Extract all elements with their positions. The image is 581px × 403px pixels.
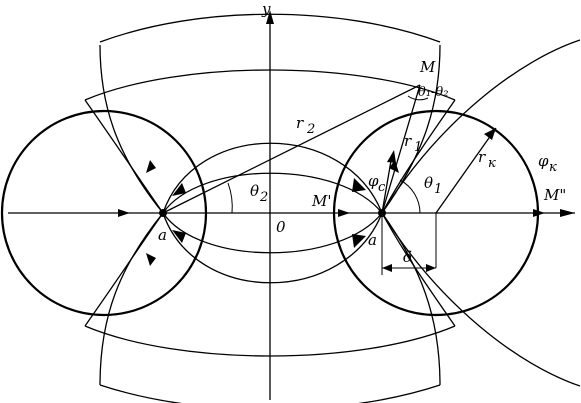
label-M-double-prime: M" [543,186,566,204]
arrow-6 [338,209,350,217]
field-arrowheads [118,160,545,266]
field-line-far-right-bottom [381,212,581,387]
label-M-prime: M' [311,192,331,210]
label-a-right: a [368,231,377,249]
field-line-outer-top-2 [84,69,456,101]
label-theta1: θ [424,174,433,192]
field-line-right-lower-2 [381,212,456,327]
label-r1-sub: 1 [414,140,422,155]
field-line-far-right-top [381,39,581,214]
rk-arrowhead [484,128,496,140]
label-theta-diff: θ₁-θ₂ [418,85,448,100]
arrow-7 [533,209,545,217]
label-r2: r [296,114,304,132]
phi-c-tangent [381,154,393,214]
construction-lines [162,84,497,275]
field-line-left-lower-2 [84,212,164,327]
label-phi-k-sub: к [549,160,557,175]
field-lines [84,13,581,403]
theta-diff-arc [407,95,429,101]
field-line-left-lower [99,212,164,386]
arrow-8 [146,160,156,173]
label-r2-sub: 2 [306,122,315,137]
field-line-inner-top [162,172,383,214]
field-line-left-upper-2 [84,99,164,214]
field-line-inner-bottom [162,212,383,254]
label-theta2-sub: 2 [259,190,268,205]
label-rk-sub: к [488,156,496,171]
x-axis-arrowhead [560,209,575,217]
theta1-arc [399,179,421,214]
phi-c-arrowhead [387,150,396,163]
delta-arrow-right [426,264,436,272]
line-r2 [162,84,421,214]
label-delta: δ [403,248,412,266]
left-circle [0,109,208,317]
label-M: M [419,58,436,76]
labels: y 0 M M' M" a a r 2 r 1 r к θ 2 θ 1 θ₁-θ… [158,0,566,266]
label-y-axis: y [261,0,271,18]
label-phi-c: φ [368,172,379,190]
arrow-5 [118,209,130,217]
label-origin: 0 [276,218,286,236]
y-axis-arrowhead [266,10,274,24]
field-line-outer-bottom-2 [84,325,456,357]
arrow-2 [352,178,366,192]
field-line-right-lower [381,212,441,386]
field-line-right-upper-2 [381,99,456,214]
label-phi-c-sub: c [378,180,386,195]
field-line-left-upper [99,44,164,214]
field-line-mid-top [162,142,383,214]
label-rk: r [478,148,486,166]
delta-arrow-left [382,264,392,272]
label-theta2: θ [250,182,259,200]
label-theta1-sub: 1 [434,182,442,197]
arrow-9 [146,253,156,266]
label-r1: r [404,132,412,150]
theta2-arc [227,182,233,214]
line-r1 [381,84,421,214]
arrow-4 [352,234,366,248]
arrow-10 [389,160,399,173]
field-line-outer-top [99,13,441,43]
label-phi-k: φ [538,152,549,170]
line-rk [435,127,497,214]
arrow-1 [172,183,186,196]
arrow-3 [172,230,186,243]
field-line-mid-bottom [162,212,383,284]
field-line-outer-bottom [99,384,441,403]
label-a-left: a [158,226,167,244]
axes [8,10,575,400]
